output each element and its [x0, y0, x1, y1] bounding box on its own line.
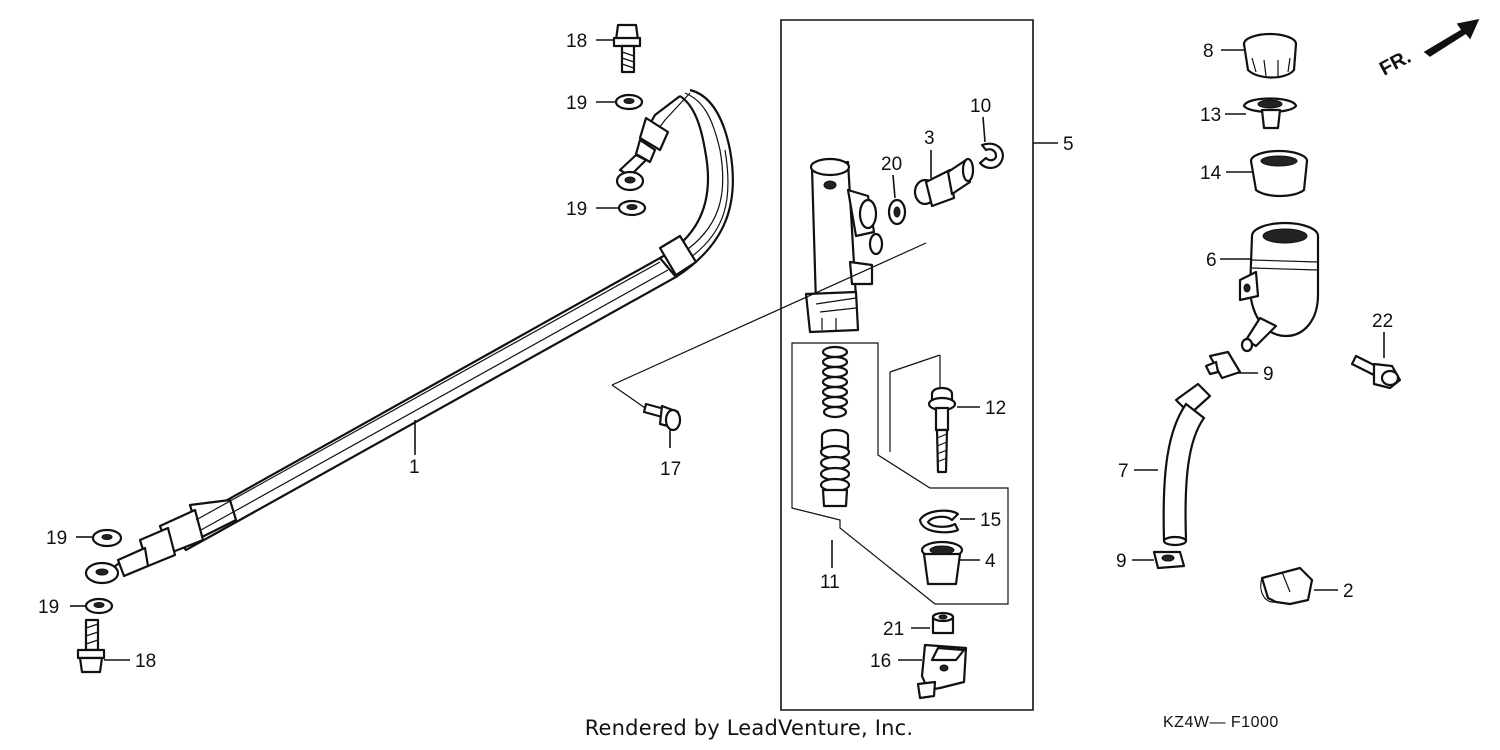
callout-9-upper: 9	[1263, 364, 1274, 385]
callout-2: 2	[1343, 581, 1354, 602]
plate-13	[1242, 97, 1298, 130]
leader-20	[892, 174, 896, 199]
callout-13: 13	[1200, 105, 1221, 126]
callout-19-a: 19	[566, 93, 587, 114]
circlip-15	[918, 509, 960, 534]
callout-11: 11	[820, 572, 840, 593]
callout-4: 4	[985, 551, 996, 572]
banjo-bolt-upper	[612, 23, 642, 74]
leader-17-to-bolt	[611, 384, 649, 411]
callout-7: 7	[1118, 461, 1129, 482]
callout-19-d: 19	[38, 597, 59, 618]
piston	[819, 428, 851, 508]
callout-18-upper: 18	[566, 31, 587, 52]
callout-9-lower: 9	[1116, 551, 1127, 572]
callout-14: 14	[1200, 163, 1222, 184]
callout-6: 6	[1206, 250, 1217, 271]
master-cylinder-body	[804, 157, 884, 334]
leader-10	[982, 116, 986, 143]
callout-labels: 1 2 3 4 5 6 7 8 9 9 10 11 12 13 14 15 16…	[38, 31, 1393, 672]
front-direction-arrow: FR.	[1376, 18, 1480, 81]
brake-hose	[84, 88, 734, 585]
push-rod-3	[913, 157, 975, 208]
callout-8: 8	[1203, 41, 1214, 62]
banjo-bolt-lower	[76, 618, 106, 674]
washer-20	[887, 198, 907, 226]
kit-box-11	[791, 342, 1009, 605]
callout-19-c: 19	[46, 528, 67, 549]
callout-17: 17	[660, 459, 681, 480]
assembly-box-outline	[780, 19, 1034, 711]
callout-3: 3	[924, 128, 935, 149]
callout-18-lower: 18	[135, 651, 156, 672]
front-marker-label: FR.	[1376, 46, 1415, 81]
callout-21: 21	[883, 619, 904, 640]
callout-19-b: 19	[566, 199, 587, 220]
callout-5: 5	[1063, 134, 1074, 155]
reservoir-6	[1238, 221, 1320, 353]
bolt-22	[1350, 354, 1402, 390]
hose-clip-9-lower	[1152, 550, 1186, 570]
sealing-washer-19-c	[91, 528, 123, 548]
credit-text: Rendered by LeadVenture, Inc.	[584, 716, 914, 740]
sealing-washer-19-b	[617, 199, 647, 217]
callout-1: 1	[409, 457, 420, 478]
hose-clip-9-upper	[1204, 350, 1242, 380]
clamp-2	[1260, 566, 1314, 606]
circlip-10	[978, 142, 1004, 169]
spring	[821, 345, 849, 419]
joint-16	[916, 643, 968, 700]
callout-12: 12	[985, 398, 1006, 419]
callout-22: 22	[1372, 311, 1393, 332]
kit-box-12	[889, 354, 941, 373]
boot-4	[920, 540, 964, 586]
push-rod-12	[927, 386, 957, 474]
diaphragm-14	[1249, 149, 1309, 198]
diagram-code: KZ4W— F1000	[1163, 714, 1279, 731]
leader-17-to-body	[611, 242, 927, 386]
callout-16: 16	[870, 651, 891, 672]
pivot-bolt-17	[642, 402, 682, 432]
callout-15: 15	[980, 510, 1001, 531]
reservoir-cap-8	[1242, 32, 1298, 79]
nut-21	[931, 611, 955, 635]
reservoir-hose-7	[1162, 382, 1212, 547]
sealing-washer-19-a	[614, 93, 644, 111]
callout-10: 10	[970, 96, 991, 117]
sealing-washer-19-d	[84, 597, 114, 615]
callout-20: 20	[881, 154, 902, 175]
